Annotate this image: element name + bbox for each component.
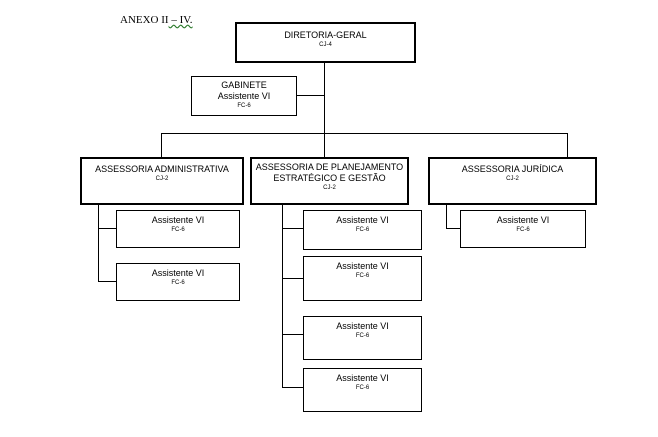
annex-title: ANEXO II – IV. (120, 14, 193, 26)
plan-assistente-code: FC-6 (355, 333, 370, 339)
gabinete-role: Assistente VI (217, 91, 271, 101)
connector-plan-4 (282, 387, 303, 388)
connector-plan-drop (324, 133, 325, 158)
plan-assistente-role: Assistente VI (336, 261, 389, 271)
diretoria-geral-name: DIRETORIA-GERAL (284, 30, 367, 40)
diretoria-geral-code: CJ-4 (319, 42, 332, 48)
assessoria-administrativa-code: CJ-2 (155, 176, 169, 182)
connector-jur-trunk (446, 204, 447, 228)
jur-assistente-box: Assistente VI FC-6 (460, 210, 586, 248)
connector-adm-1 (98, 228, 116, 229)
jur-assistente-code: FC-6 (516, 227, 530, 233)
adm-assistente-role: Assistente VI (151, 215, 205, 225)
plan-assistente-role: Assistente VI (336, 321, 389, 331)
assessoria-juridica-box: ASSESSORIA JURÍDICA CJ-2 (428, 157, 597, 205)
connector-gabinete (296, 95, 324, 96)
assessoria-planejamento-box: ASSESSORIA DE PLANEJAMENTO ESTRATÉGICO E… (250, 157, 409, 205)
gabinete-code: FC-6 (237, 103, 251, 109)
assessoria-planejamento-name-1: ASSESSORIA DE PLANEJAMENTO (255, 162, 404, 172)
assessoria-juridica-code: CJ-2 (506, 176, 519, 182)
annex-title-suffix: – IV. (168, 14, 193, 26)
connector-top-bar (161, 133, 568, 134)
adm-assistente-box: Assistente VI FC-6 (116, 210, 240, 248)
plan-assistente-box: Assistente VI FC-6 (303, 368, 422, 412)
plan-assistente-code: FC-6 (355, 273, 370, 279)
plan-assistente-code: FC-6 (355, 385, 370, 391)
plan-assistente-box: Assistente VI FC-6 (303, 316, 422, 360)
assessoria-administrativa-box: ASSESSORIA ADMINISTRATIVA CJ-2 (80, 157, 244, 205)
plan-assistente-box: Assistente VI FC-6 (303, 210, 422, 250)
connector-adm-drop (161, 133, 162, 158)
connector-adm-2 (98, 281, 116, 282)
connector-plan-3 (282, 334, 303, 335)
connector-plan-trunk (282, 204, 283, 387)
adm-assistente-code: FC-6 (171, 280, 185, 286)
plan-assistente-role: Assistente VI (336, 373, 389, 383)
assessoria-administrativa-name: ASSESSORIA ADMINISTRATIVA (95, 164, 229, 174)
connector-jur-drop (567, 133, 568, 158)
adm-assistente-code: FC-6 (171, 227, 185, 233)
assessoria-juridica-name: ASSESSORIA JURÍDICA (461, 164, 564, 174)
connector-dg-trunk (324, 62, 325, 134)
plan-assistente-code: FC-6 (355, 227, 370, 233)
assessoria-planejamento-name-2: ESTRATÉGICO E GESTÃO (273, 173, 386, 183)
adm-assistente-box: Assistente VI FC-6 (116, 263, 240, 301)
assessoria-planejamento-code: CJ-2 (323, 185, 336, 191)
gabinete-name: GABINETE (221, 80, 267, 90)
connector-jur-1 (446, 228, 460, 229)
connector-plan-1 (282, 228, 303, 229)
adm-assistente-role: Assistente VI (151, 268, 205, 278)
diretoria-geral-box: DIRETORIA-GERAL CJ-4 (235, 22, 416, 63)
plan-assistente-role: Assistente VI (336, 215, 389, 225)
plan-assistente-box: Assistente VI FC-6 (303, 256, 422, 301)
connector-adm-trunk (98, 204, 99, 281)
connector-plan-2 (282, 278, 303, 279)
annex-title-prefix: ANEXO II (120, 14, 169, 26)
gabinete-box: GABINETE Assistente VI FC-6 (191, 76, 297, 116)
jur-assistente-role: Assistente VI (496, 215, 550, 225)
